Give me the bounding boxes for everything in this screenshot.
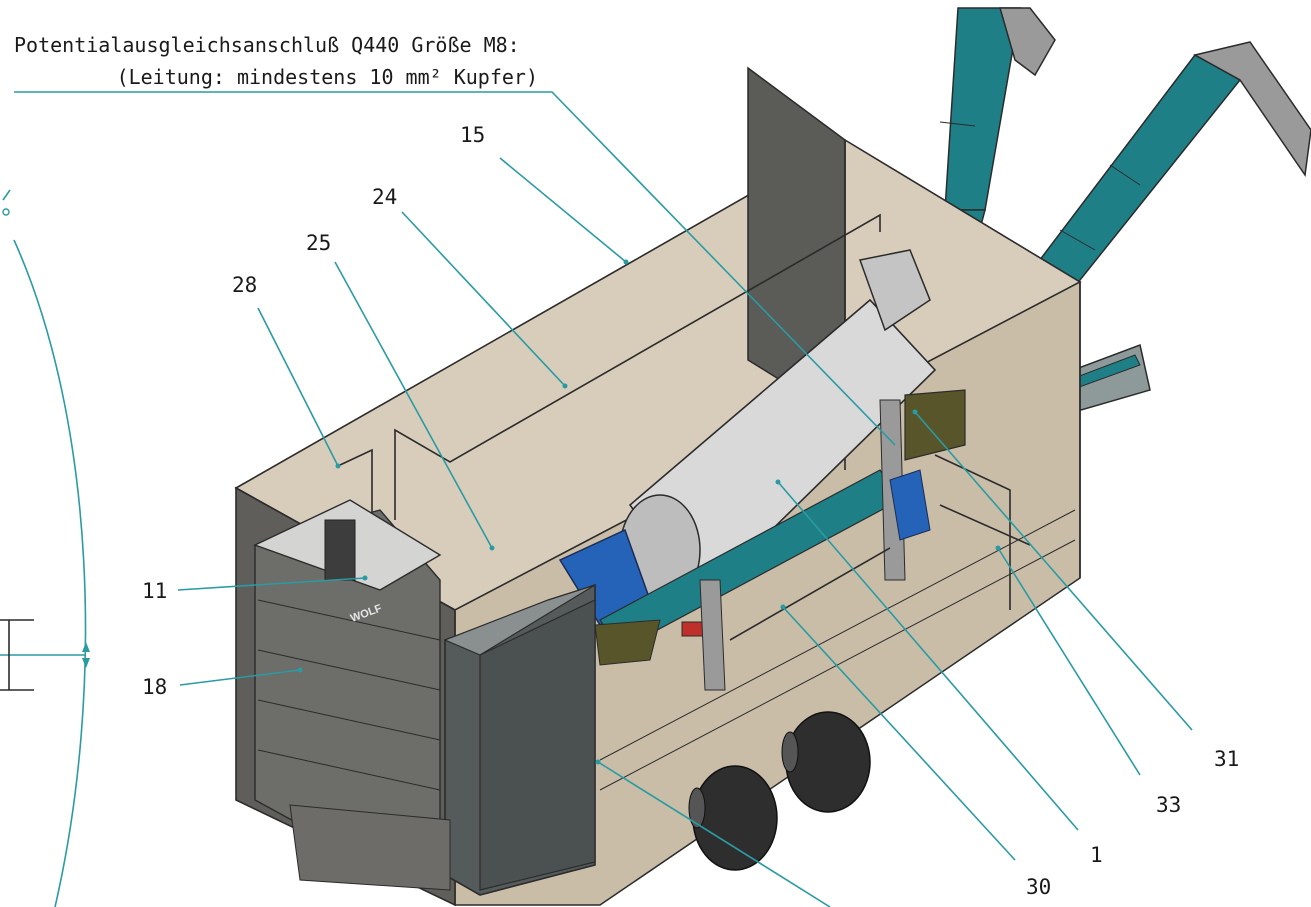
pump-motor <box>324 519 356 581</box>
control-unit: WOLF <box>235 486 596 907</box>
leader-11 <box>177 577 366 591</box>
callout-33: 33 <box>1156 793 1181 817</box>
callout-1: 1 <box>1090 843 1103 867</box>
wheel-rear <box>785 711 871 813</box>
leader-note <box>14 91 896 446</box>
leader-bottom <box>597 761 831 907</box>
leader-15 <box>499 157 627 263</box>
dimension-arc <box>13 239 87 907</box>
handrail <box>394 213 881 520</box>
leader-24 <box>401 211 566 387</box>
leader-30 <box>782 606 1016 861</box>
leader-33 <box>997 547 1141 776</box>
arc-upper-tick <box>2 189 11 201</box>
note-line-1: Potentialausgleichsanschluß Q440 Größe M… <box>14 33 520 57</box>
conveyor-left-head <box>999 7 1056 77</box>
callout-31: 31 <box>1214 747 1239 771</box>
wheels <box>688 711 871 871</box>
blue-actuator <box>889 469 931 541</box>
callout-24: 24 <box>372 185 397 209</box>
callout-11: 11 <box>142 579 167 603</box>
cabinet-top <box>443 584 596 656</box>
conveyor-right-head <box>1192 41 1311 178</box>
drum-separator <box>558 249 1031 691</box>
callout-15: 15 <box>460 123 485 147</box>
leader-lines <box>14 91 1193 907</box>
note-line-2: (Leitung: mindestens 10 mm² Kupfer) <box>117 65 538 89</box>
drum-hood <box>859 249 931 332</box>
arc-end-marker <box>2 208 10 216</box>
leader-18 <box>179 669 301 686</box>
olive-base <box>594 619 661 666</box>
side-bracket <box>0 619 34 691</box>
dimension-arc-group <box>0 189 90 907</box>
wheel-front <box>692 765 778 871</box>
support-leg-1 <box>699 579 726 691</box>
leader-25 <box>334 261 493 549</box>
callout-18: 18 <box>142 675 167 699</box>
callout-25: 25 <box>306 231 331 255</box>
cabinet-door <box>479 599 596 891</box>
red-sensor <box>681 621 705 637</box>
olive-hopper <box>904 389 966 461</box>
leader-28 <box>257 307 339 467</box>
callout-28: 28 <box>232 273 257 297</box>
shaft <box>729 547 891 641</box>
dimension-arrow-up <box>82 642 90 652</box>
trailer-base <box>289 804 451 891</box>
callout-30: 30 <box>1026 875 1051 899</box>
leader-1 <box>777 481 1079 831</box>
handrail-left <box>339 448 373 540</box>
dimension-arrow-down <box>82 658 90 668</box>
leader-31 <box>914 411 1193 731</box>
